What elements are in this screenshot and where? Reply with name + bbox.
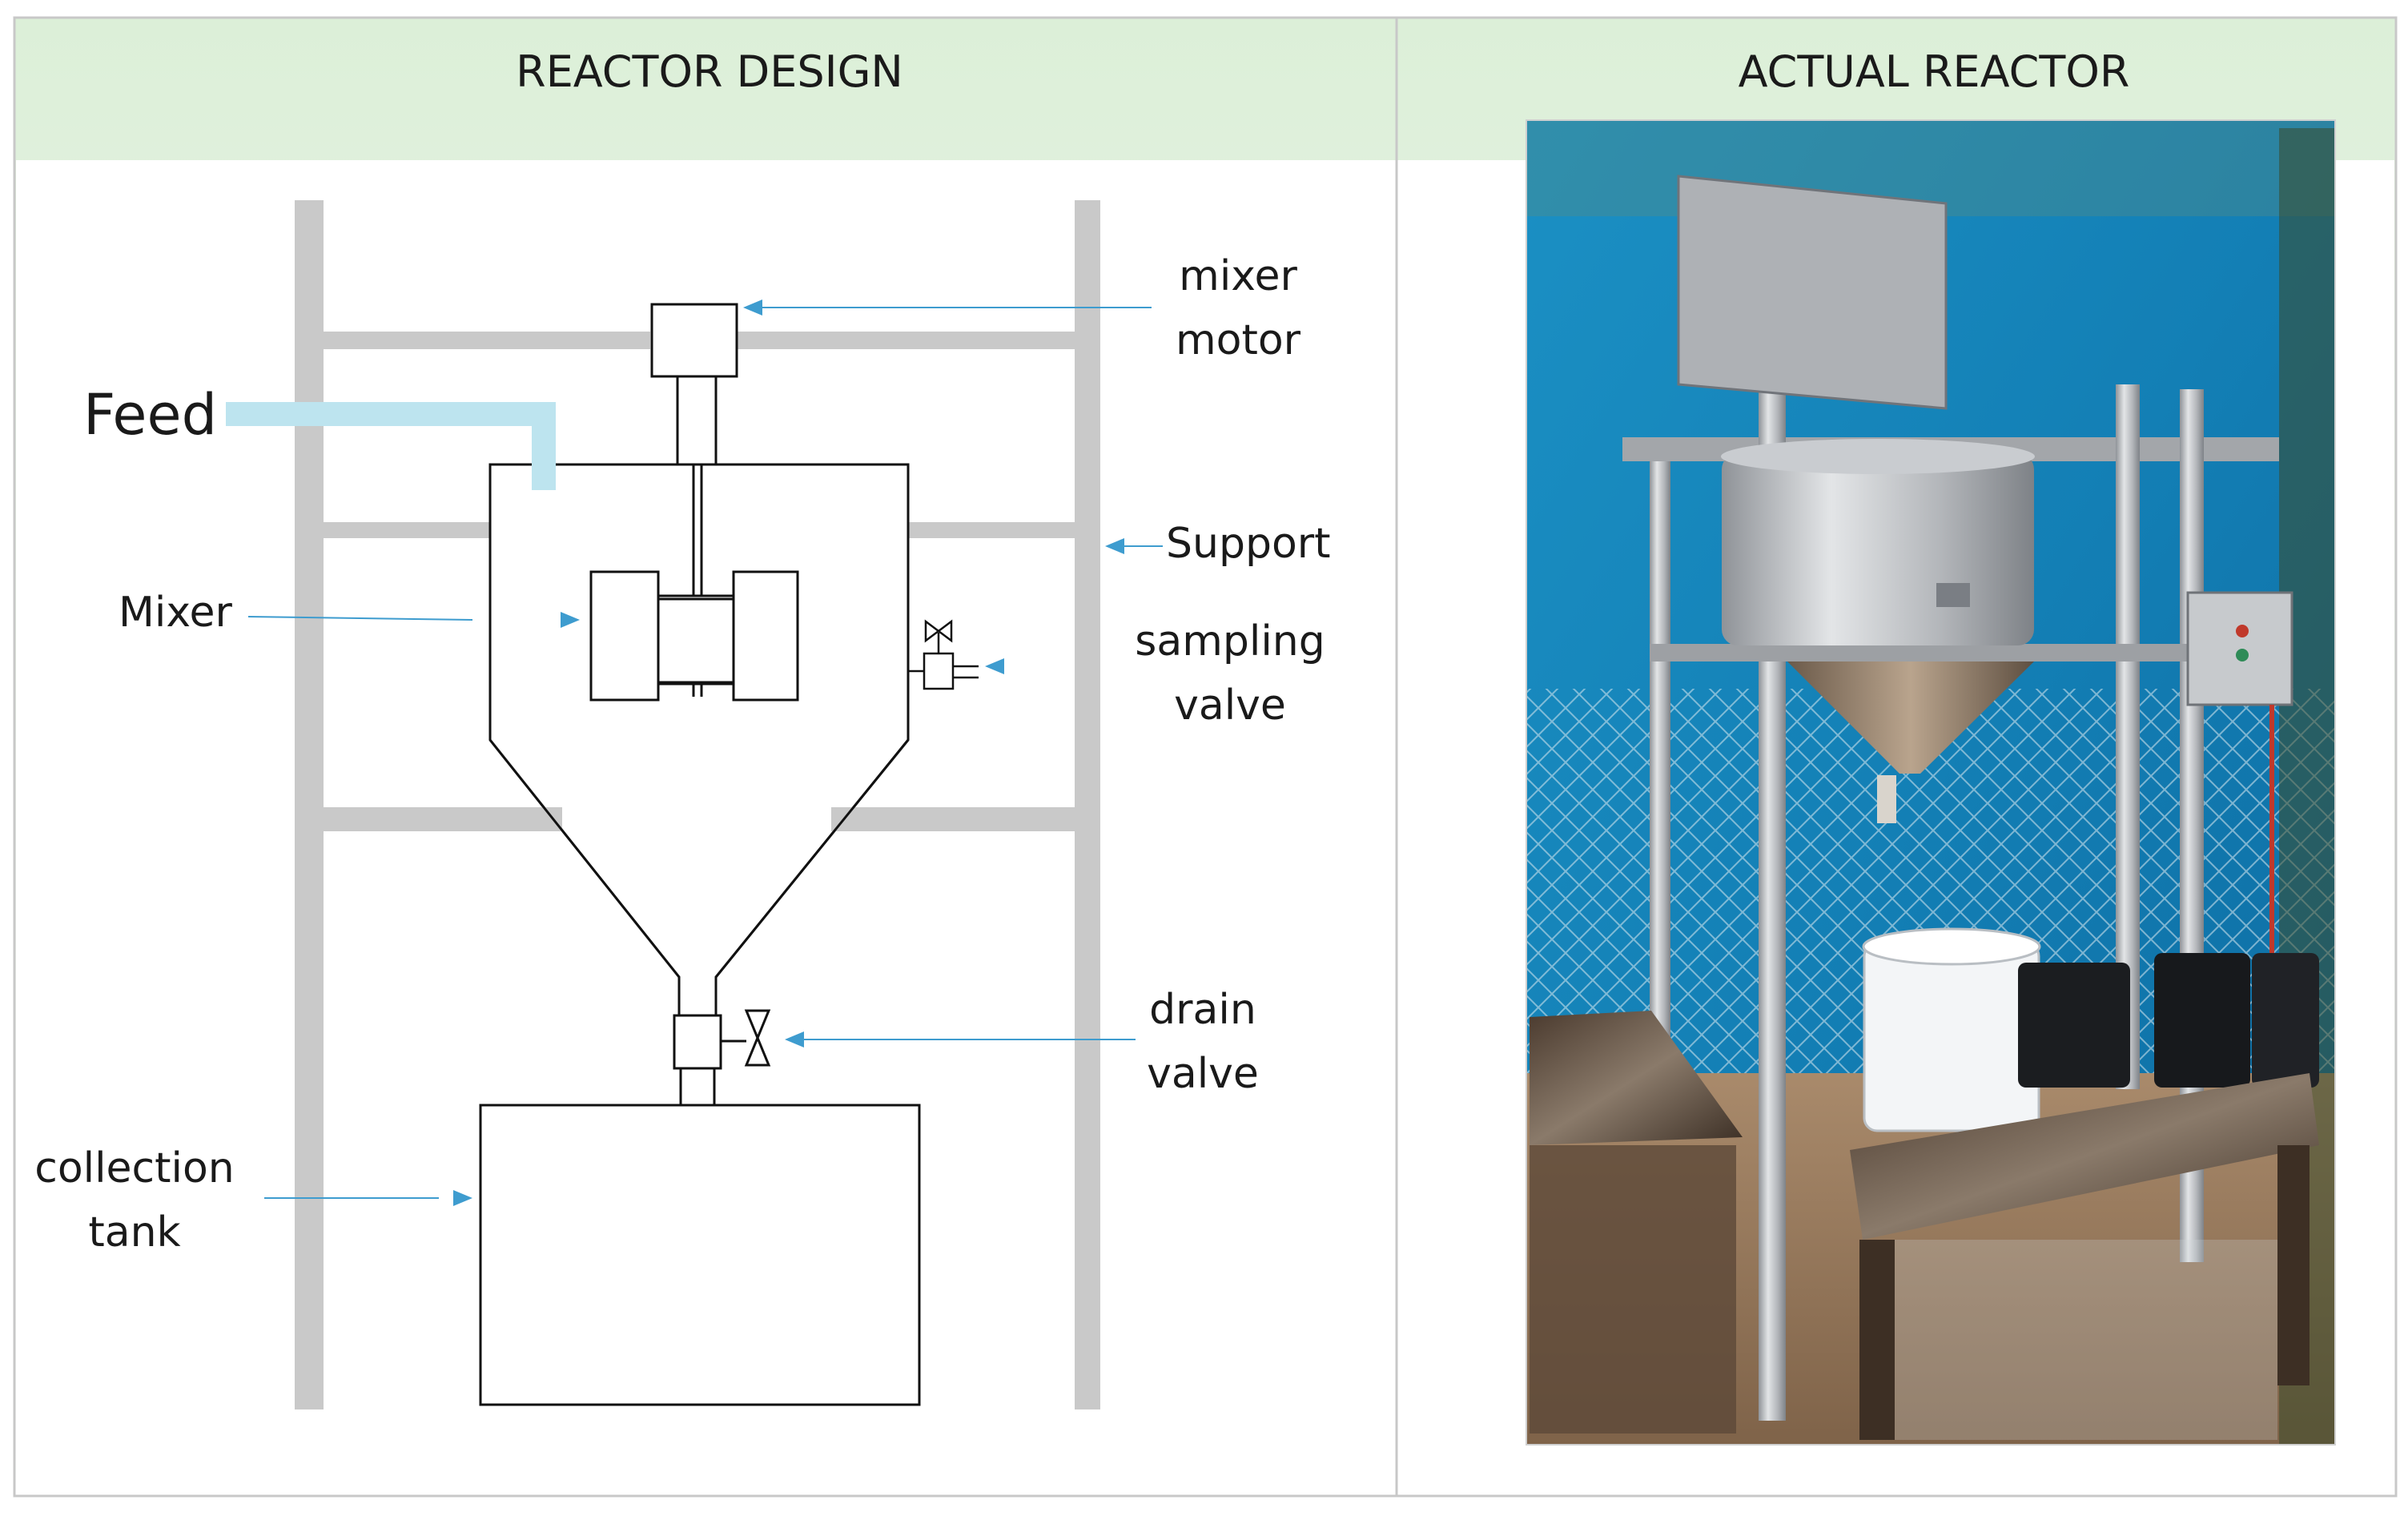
photo-left-stool-body bbox=[1530, 1145, 1736, 1434]
mixer-motor bbox=[650, 303, 738, 378]
collection-tank bbox=[479, 1104, 921, 1406]
photo-bucket-lid bbox=[1862, 927, 2041, 966]
label-sampling-valve-line2: valve bbox=[1174, 682, 1286, 730]
label-support: Support bbox=[1166, 520, 1331, 568]
label-mixer-motor-line1: mixer bbox=[1179, 252, 1297, 300]
support-post-right bbox=[1075, 200, 1100, 1409]
support-post-left bbox=[295, 200, 324, 1409]
label-drain-valve-line2: valve bbox=[1147, 1050, 1259, 1098]
photo-drain-outlet bbox=[1877, 775, 1896, 823]
photo-white-bucket bbox=[1863, 942, 2040, 1132]
photo-sampling-tap bbox=[1936, 583, 1970, 607]
photo-jerry-can-1 bbox=[2018, 963, 2130, 1088]
photo-right-stool-wrap bbox=[1895, 1240, 2277, 1440]
photo-right-stool-top bbox=[1850, 1073, 2319, 1240]
label-sampling-valve-line1: sampling bbox=[1135, 617, 1325, 665]
mixer-hub bbox=[657, 594, 735, 684]
support-beam-top-right bbox=[737, 332, 1075, 349]
support-beam-mid-left bbox=[324, 522, 490, 538]
label-collection-tank-line2: tank bbox=[88, 1208, 180, 1257]
photo-vessel-rim bbox=[1721, 439, 2035, 474]
arrow-head-collection-tank bbox=[453, 1190, 472, 1206]
mixer-blade-left bbox=[589, 570, 660, 702]
arrow-head-drain-valve bbox=[785, 1031, 804, 1047]
arrow-head-support bbox=[1105, 538, 1124, 554]
label-collection-tank-line1: collection bbox=[34, 1144, 235, 1192]
photo-jerry-can-3 bbox=[2252, 953, 2319, 1088]
drain-valve-icon bbox=[673, 1009, 771, 1107]
photo-mid-rail bbox=[1650, 644, 2202, 661]
photo-vessel-cone bbox=[1787, 661, 2034, 774]
label-drain-valve-line1: drain bbox=[1149, 986, 1256, 1034]
photo-left-stool-top bbox=[1530, 1011, 1743, 1145]
photo-vessel-drum bbox=[1722, 453, 2034, 645]
sampling-valve-icon bbox=[908, 619, 979, 690]
photo-roof bbox=[1526, 120, 2335, 216]
callout-arrows bbox=[247, 300, 1163, 1206]
arrow-head-mixer bbox=[561, 612, 580, 628]
photo-right-stool-leg-1 bbox=[1859, 1240, 1895, 1440]
photo-frame bbox=[1526, 119, 2336, 1446]
motor-shaft-housing bbox=[676, 375, 718, 466]
photo-red-cable bbox=[2269, 705, 2274, 961]
arrow-head-mixer-motor bbox=[743, 300, 762, 316]
support-beam-top-left bbox=[324, 332, 650, 349]
support-beam-mid-right bbox=[908, 522, 1075, 538]
photo-control-button-red bbox=[2236, 625, 2249, 637]
photo-jerry-can-2 bbox=[2154, 953, 2250, 1088]
photo-motor-housing bbox=[1677, 175, 1948, 410]
title-actual-reactor: ACTUAL REACTOR bbox=[1739, 46, 2130, 97]
support-beam-low-left-overlap bbox=[490, 807, 562, 831]
vessel-cone-outline bbox=[488, 739, 910, 1015]
photo-control-button-green bbox=[2236, 649, 2249, 661]
label-mixer-motor-line2: motor bbox=[1176, 316, 1301, 364]
photo-control-box bbox=[2186, 591, 2293, 706]
arrow-line-mixer bbox=[247, 616, 473, 621]
title-reactor-design: REACTOR DESIGN bbox=[516, 46, 903, 97]
label-feed: Feed bbox=[83, 382, 217, 448]
photo-leg-back-left bbox=[1650, 461, 1670, 1086]
label-mixer: Mixer bbox=[119, 589, 232, 637]
mixer-blade-right bbox=[732, 570, 799, 702]
photo-right-stool-leg-2 bbox=[2277, 1145, 2310, 1385]
feed-pipe bbox=[226, 402, 556, 490]
reactor-photo bbox=[1526, 120, 2335, 1445]
arrow-head-sampling-valve bbox=[985, 658, 1004, 674]
